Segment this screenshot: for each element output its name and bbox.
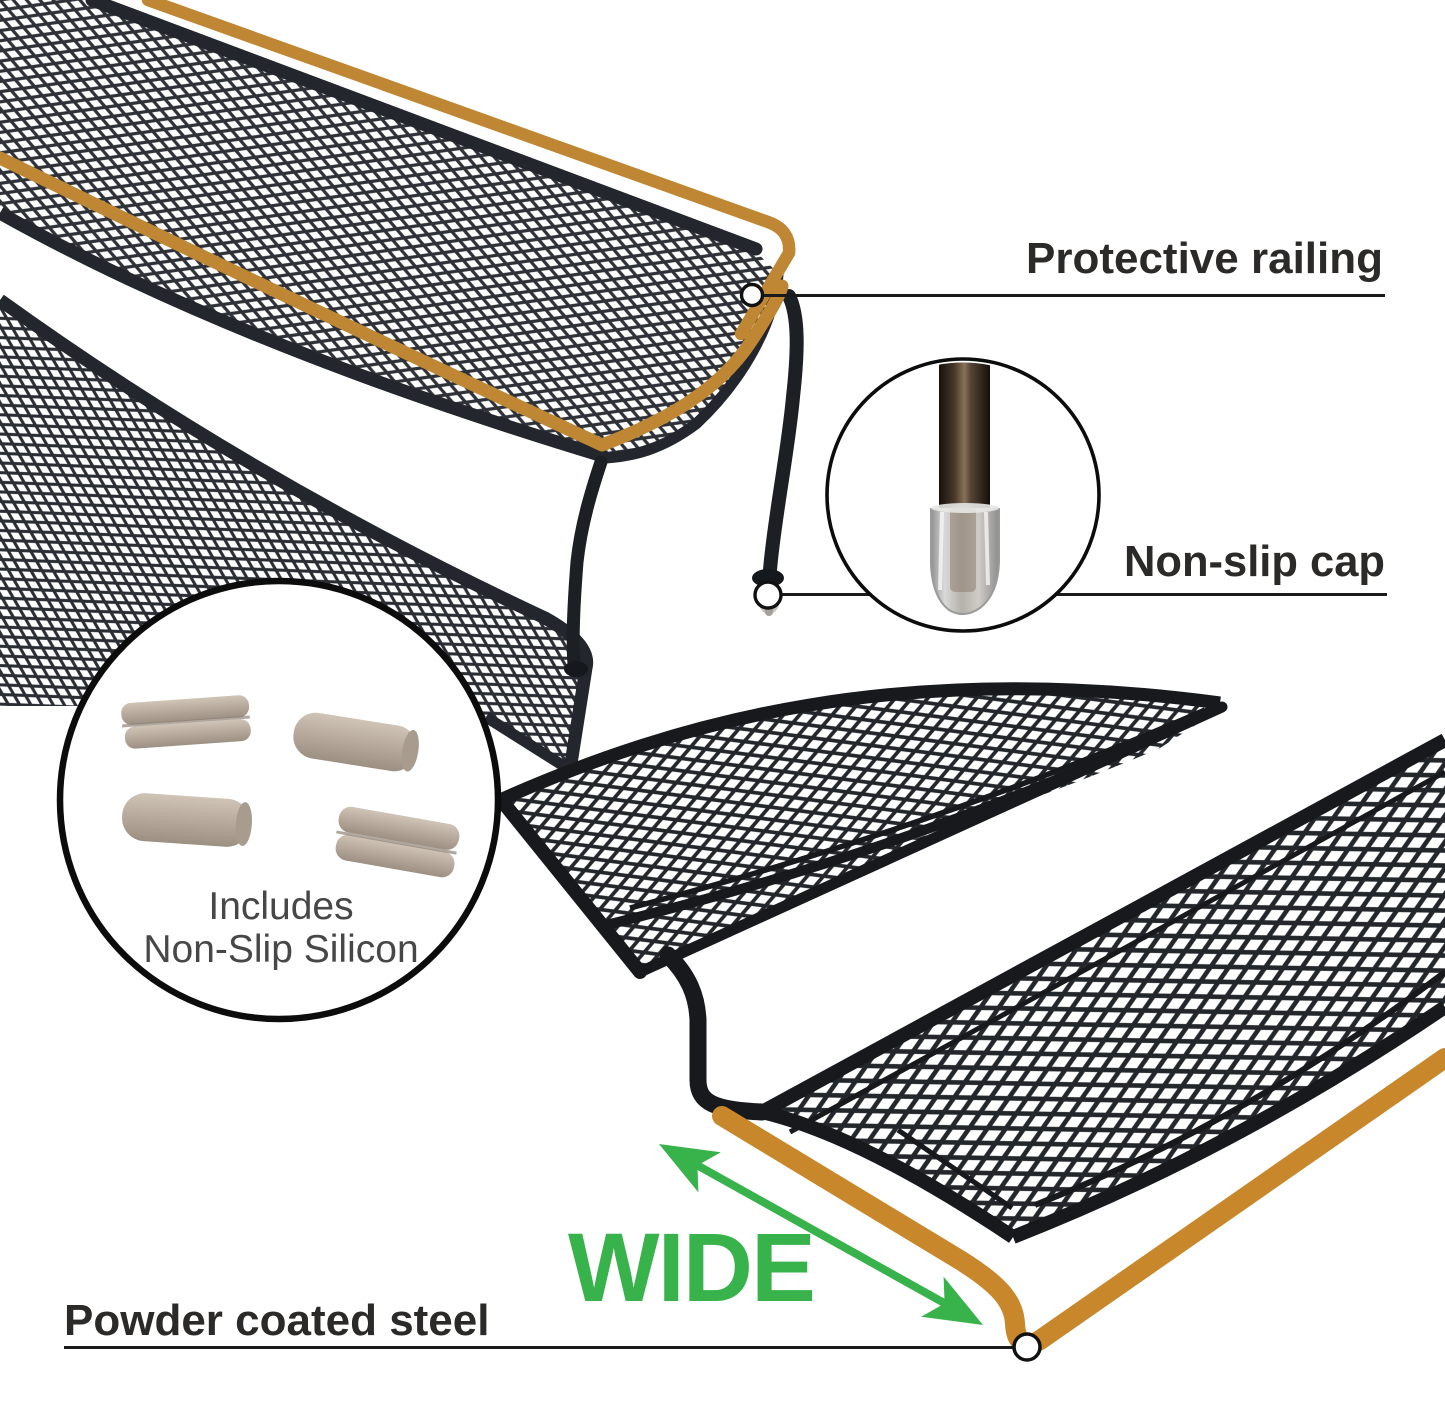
svg-text:Non-slip cap: Non-slip cap xyxy=(1124,538,1385,586)
svg-text:Non-Slip Silicon: Non-Slip Silicon xyxy=(143,928,418,971)
svg-text:Powder coated steel: Powder coated steel xyxy=(64,1296,489,1345)
svg-text:Includes: Includes xyxy=(208,885,353,928)
svg-text:Protective railing: Protective railing xyxy=(1026,234,1383,283)
svg-text:WIDE: WIDE xyxy=(568,1213,814,1322)
